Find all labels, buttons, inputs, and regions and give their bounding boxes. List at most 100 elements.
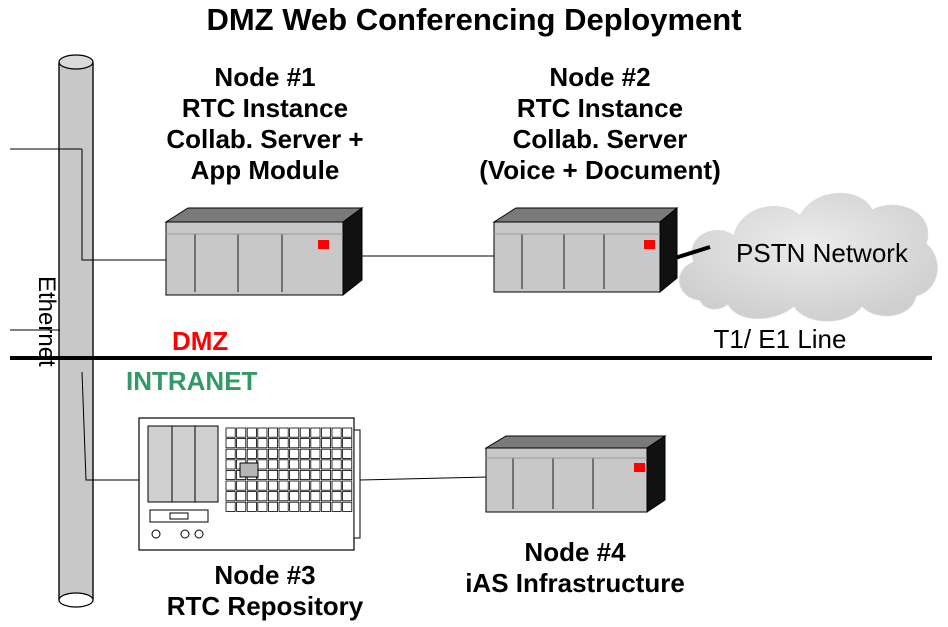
panel-cell <box>289 501 300 512</box>
panel-cell <box>299 459 310 470</box>
node3-line-2: RTC Repository <box>166 591 364 621</box>
panel-cell <box>267 480 278 491</box>
node1-label: Node #1 RTC Instance Collab. Server + Ap… <box>150 62 380 186</box>
link-node3 <box>81 371 150 481</box>
panel-cell <box>331 469 342 480</box>
panel-cell <box>246 448 257 459</box>
panel-cell <box>289 459 300 470</box>
panel-cell <box>257 491 268 502</box>
panel-cell <box>289 427 300 438</box>
panel-cell <box>246 491 257 502</box>
panel-cell <box>267 427 278 438</box>
panel-cell <box>299 427 310 438</box>
panel-cell <box>289 469 300 480</box>
node4-line-1: Node #4 <box>524 537 626 567</box>
node3-label: Node #3 RTC Repository <box>140 560 390 622</box>
node4-line-2: iAS Infrastructure <box>465 568 685 598</box>
panel-cell <box>267 438 278 449</box>
panel-cell <box>225 448 236 459</box>
panel-cell <box>289 448 300 459</box>
node2-label: Node #2 RTC Instance Collab. Server (Voi… <box>440 62 760 186</box>
node4-server <box>484 435 667 513</box>
panel-cell <box>320 427 331 438</box>
panel-cell <box>342 427 353 438</box>
link-node3-node4 <box>359 476 489 481</box>
panel-cell <box>236 491 247 502</box>
panel-cell <box>331 491 342 502</box>
led-node2 <box>644 240 655 249</box>
panel-cell <box>278 448 289 459</box>
panel-cell <box>246 438 257 449</box>
node3-line-1: Node #3 <box>214 560 316 590</box>
panel-cell <box>257 480 268 491</box>
panel-cell <box>342 469 353 480</box>
panel-cell <box>289 480 300 491</box>
panel-cell <box>278 427 289 438</box>
panel-cell <box>225 480 236 491</box>
dmz-zone-label: DMZ <box>172 326 229 356</box>
panel-cell <box>246 427 257 438</box>
intranet-zone-label: INTRANET <box>126 366 258 396</box>
panel-cell <box>342 480 353 491</box>
panel-cell <box>257 469 268 480</box>
panel-cell <box>267 491 278 502</box>
panel-cell <box>257 448 268 459</box>
panel-cell <box>236 438 247 449</box>
link-node1 <box>81 149 168 261</box>
panel-cell <box>236 480 247 491</box>
panel-cell <box>342 459 353 470</box>
panel-cell <box>320 480 331 491</box>
diagram-title: DMZ Web Conferencing Deployment <box>206 2 742 37</box>
node1-line-1: Node #1 <box>214 62 316 92</box>
panel-cell <box>257 438 268 449</box>
panel-cell <box>246 501 257 512</box>
panel-cell <box>299 448 310 459</box>
panel-cell <box>267 448 278 459</box>
panel-cell <box>299 480 310 491</box>
panel-cell <box>310 427 321 438</box>
node3-repository <box>138 417 361 551</box>
node2-line-2: RTC Instance <box>516 93 684 123</box>
node2-line-4: (Voice + Document) <box>479 155 721 185</box>
node1-line-4: App Module <box>190 155 340 185</box>
panel-cell <box>320 491 331 502</box>
panel-cell <box>310 438 321 449</box>
panel-cell <box>310 459 321 470</box>
pstn-network-label: PSTN Network <box>736 238 908 268</box>
node1-server <box>164 207 364 297</box>
panel-cell <box>342 438 353 449</box>
t1-e1-line-label: T1/ E1 Line <box>713 324 847 354</box>
panel-cell <box>236 448 247 459</box>
panel-cell <box>342 448 353 459</box>
panel-cell <box>342 491 353 502</box>
connection-lines <box>10 148 496 481</box>
panel-cell <box>278 459 289 470</box>
panel-cell <box>310 480 321 491</box>
node1-line-3: Collab. Server + <box>166 124 364 154</box>
node2-line-1: Node #2 <box>549 62 651 92</box>
panel-cell <box>267 501 278 512</box>
panel-cell <box>278 438 289 449</box>
panel-cell <box>331 501 342 512</box>
panel-cell <box>320 448 331 459</box>
panel-cell <box>289 438 300 449</box>
panel-cell <box>278 480 289 491</box>
panel-cell <box>278 501 289 512</box>
pstn-link <box>674 245 711 260</box>
panel-cell <box>236 501 247 512</box>
panel-cell <box>225 469 236 480</box>
ethernet-cylinder <box>58 54 94 608</box>
panel-cell <box>310 491 321 502</box>
panel-cell <box>310 501 321 512</box>
led-node1 <box>318 240 329 249</box>
panel-cell <box>320 501 331 512</box>
panel-cell <box>225 438 236 449</box>
panel-cell <box>331 448 342 459</box>
panel-cell <box>331 480 342 491</box>
panel-cell <box>278 491 289 502</box>
panel-cell <box>225 491 236 502</box>
panel-cell <box>257 501 268 512</box>
panel-cell <box>225 459 236 470</box>
panel-cell <box>342 501 353 512</box>
panel-cell <box>257 427 268 438</box>
